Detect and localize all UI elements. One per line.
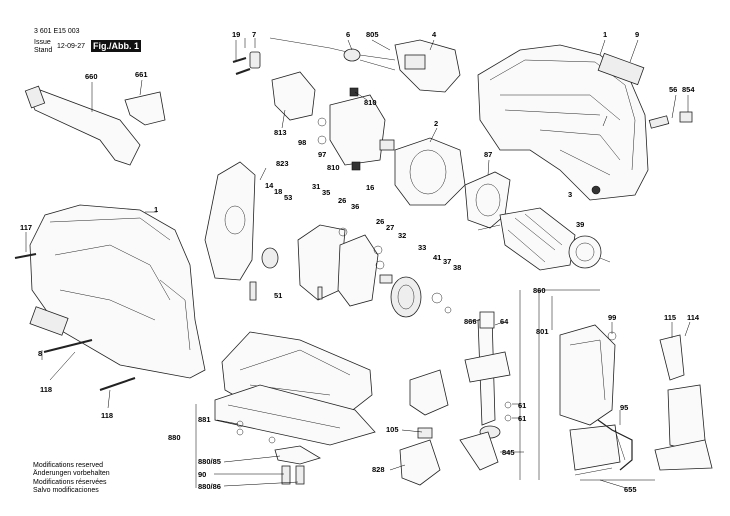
- note-en: Modifications reserved: [33, 462, 104, 469]
- lever-parts: [648, 111, 693, 129]
- part-number-labels: 19 7 6 805 4 1 9 660 661 810 813 98 97 8…: [20, 30, 700, 494]
- label-823: 823: [276, 159, 289, 168]
- issue-label: Issue: [34, 39, 51, 46]
- label-51: 51: [274, 291, 282, 300]
- label-105: 105: [386, 425, 399, 434]
- label-38: 38: [453, 263, 461, 272]
- label-53: 53: [284, 193, 292, 202]
- modifications-notice: Modifications reserved Änderungen vorbeh…: [33, 462, 110, 495]
- label-26: 26: [338, 196, 346, 205]
- base-plate: [214, 331, 376, 446]
- label-61-a: 61: [518, 401, 526, 410]
- label-37: 37: [443, 257, 451, 266]
- label-31: 31: [312, 182, 320, 191]
- gearbox-cover: [204, 161, 279, 301]
- label-33: 33: [418, 243, 426, 252]
- label-880: 880: [168, 433, 181, 442]
- label-6: 6: [346, 30, 350, 39]
- housing-half-left: [29, 204, 206, 379]
- label-26-b: 26: [376, 217, 384, 226]
- figure-label: Fig./Abb. 1: [91, 40, 141, 52]
- label-845: 845: [502, 448, 515, 457]
- label-1-left: 1: [154, 205, 158, 214]
- label-90: 90: [198, 470, 206, 479]
- screws-top: [232, 51, 261, 75]
- label-805: 805: [366, 30, 379, 39]
- label-866: 866: [464, 317, 477, 326]
- label-860: 860: [533, 286, 546, 295]
- label-813: 813: [274, 128, 287, 137]
- leader-lines: [25, 39, 691, 489]
- auxiliary-handle: [24, 85, 166, 166]
- label-64: 64: [500, 317, 509, 326]
- label-115: 115: [664, 313, 676, 322]
- label-18: 18: [274, 187, 282, 196]
- label-95: 95: [620, 403, 628, 412]
- guide-housing: [559, 324, 626, 476]
- roller-guide: [399, 369, 499, 486]
- label-660: 660: [85, 72, 98, 81]
- label-828: 828: [372, 465, 385, 474]
- label-2: 2: [434, 119, 438, 128]
- note-fr: Modifications réservées: [33, 478, 107, 486]
- label-39: 39: [576, 220, 584, 229]
- label-9: 9: [635, 30, 639, 39]
- label-97: 97: [318, 150, 326, 159]
- label-99: 99: [608, 313, 616, 322]
- label-98: 98: [298, 138, 306, 147]
- label-61-b: 61: [518, 414, 526, 423]
- housing-half-right: [477, 44, 649, 201]
- label-801: 801: [536, 327, 549, 336]
- label-810-top: 810: [364, 98, 377, 107]
- label-16: 16: [366, 183, 374, 192]
- label-114: 114: [687, 313, 700, 322]
- label-881: 881: [198, 415, 211, 424]
- label-880-86: 880/86: [198, 482, 221, 491]
- stator: [379, 137, 466, 206]
- gear-plates: [297, 224, 379, 307]
- doc-number: 3 601 E15 003: [34, 28, 80, 35]
- label-661: 661: [135, 70, 148, 79]
- label-118-a: 118: [40, 385, 52, 394]
- label-880-85: 880/85: [198, 457, 221, 466]
- switch-assembly: [269, 37, 461, 93]
- label-4: 4: [432, 30, 437, 39]
- armature: [477, 207, 611, 271]
- label-87: 87: [484, 150, 492, 159]
- reciprocating-rod: [464, 311, 512, 439]
- label-8: 8: [38, 349, 42, 358]
- label-117: 117: [20, 223, 32, 232]
- label-14: 14: [265, 181, 274, 190]
- note-es: Salvo modificaciones: [33, 486, 99, 494]
- label-36: 36: [351, 202, 359, 211]
- blade-guard: [654, 334, 713, 471]
- brush-holder-assembly: [271, 71, 386, 171]
- drive-gear: [373, 245, 452, 318]
- issue-date: 12-09-27: [57, 43, 86, 50]
- label-41: 41: [433, 253, 441, 262]
- label-32: 32: [398, 231, 406, 240]
- label-655: 655: [624, 485, 637, 494]
- label-118-b: 118: [101, 411, 113, 420]
- label-810-mid: 810: [327, 163, 340, 172]
- note-de: Änderungen vorbehalten: [33, 470, 110, 478]
- base-clamp-parts: [274, 445, 321, 485]
- label-19: 19: [232, 30, 240, 39]
- label-3: 3: [568, 190, 572, 199]
- label-1-top: 1: [603, 30, 607, 39]
- label-854: 854: [682, 85, 695, 94]
- label-27: 27: [386, 223, 394, 232]
- label-7: 7: [252, 30, 256, 39]
- stand-label: Stand: [34, 47, 53, 54]
- label-56: 56: [669, 85, 677, 94]
- label-35: 35: [322, 188, 330, 197]
